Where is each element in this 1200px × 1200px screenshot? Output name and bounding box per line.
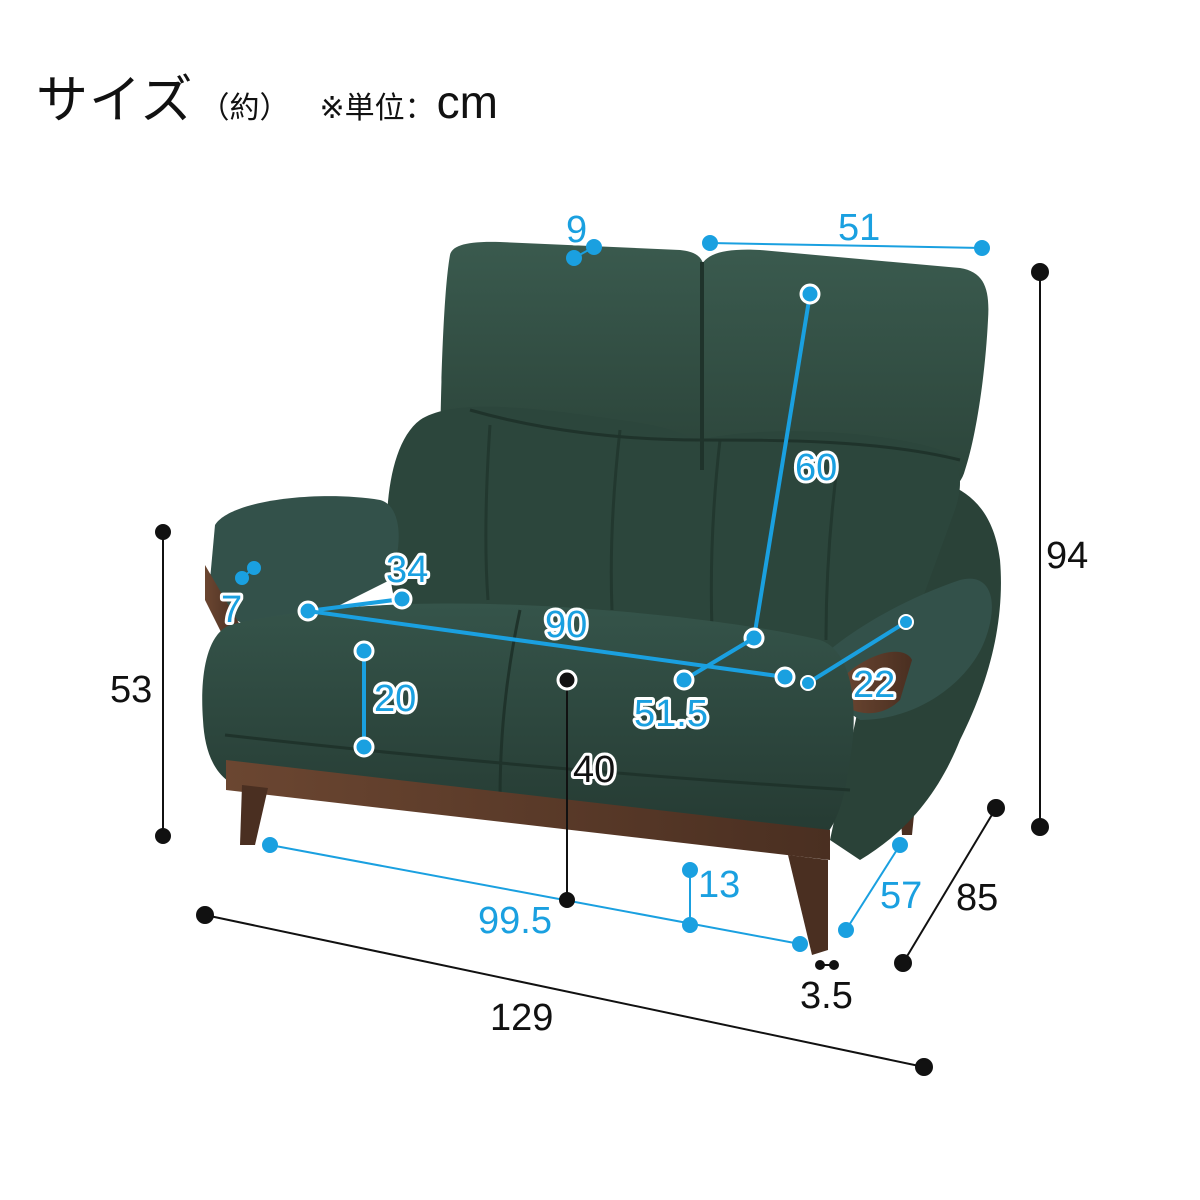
dim-dot <box>353 640 375 662</box>
dim-dot <box>898 614 914 630</box>
dim-dot <box>682 917 698 933</box>
dim-dot <box>586 239 602 255</box>
dim-dot <box>673 669 695 691</box>
dim-dot <box>792 936 808 952</box>
front-left-leg <box>240 785 268 845</box>
page-title: サイズ （約） ※単位： cm <box>36 58 498 133</box>
black-dimensions <box>155 263 1049 1076</box>
dim-dot <box>815 960 825 970</box>
label-seat-height: 40 <box>573 749 615 791</box>
total-depth-line <box>902 807 997 964</box>
seat-width-line <box>307 609 786 679</box>
dim-dot <box>799 283 821 305</box>
left-back-cushion <box>386 406 700 640</box>
unit-note: ※単位： <box>319 92 435 125</box>
dim-dot <box>774 666 796 688</box>
label-back-height: 60 <box>795 447 837 489</box>
sofa-illustration <box>202 241 1001 955</box>
dim-dot <box>915 1058 933 1076</box>
label-arm-height: 53 <box>110 669 152 711</box>
label-back-width: 51 <box>838 207 880 249</box>
title-main: サイズ <box>36 72 194 130</box>
dim-dot <box>702 235 718 251</box>
dim-dot <box>974 240 990 256</box>
title-approx: （約） <box>199 92 290 125</box>
dim-dot <box>155 524 171 540</box>
dim-dot <box>838 922 854 938</box>
blue-dimensions <box>235 235 990 952</box>
dim-dot <box>894 954 912 972</box>
label-cushion-thickness: 20 <box>374 678 416 720</box>
seat-depth-line <box>682 636 756 682</box>
dim-dot <box>391 588 413 610</box>
label-arm-depth: 34 <box>386 549 428 591</box>
arm-depth-line <box>307 597 403 613</box>
front-right-leg <box>788 855 828 955</box>
label-leg-span: 99.5 <box>478 900 552 942</box>
label-leg-size: 3.5 <box>800 975 853 1017</box>
label-leg-depth-span: 57 <box>880 875 922 917</box>
back-height-line <box>752 293 812 639</box>
dim-dot <box>892 837 908 853</box>
dim-dot <box>1031 263 1049 281</box>
dim-dot <box>1031 818 1049 836</box>
left-arm <box>210 496 399 630</box>
dim-dot <box>559 892 575 908</box>
dim-dot <box>566 250 582 266</box>
label-seat-width: 90 <box>545 604 587 646</box>
total-width-line <box>204 914 925 1068</box>
right-arm-wood <box>840 651 912 714</box>
unit-value: cm <box>436 76 498 128</box>
back-crease <box>469 408 961 462</box>
dim-dot <box>353 736 375 758</box>
dim-dot <box>155 828 171 844</box>
label-arm-width: 7 <box>221 589 242 631</box>
dim-dot <box>556 669 578 691</box>
arm-length-line <box>806 620 908 685</box>
dim-dot <box>196 906 214 924</box>
dim-dot <box>682 862 698 878</box>
leg-span-line <box>269 844 801 945</box>
seat-seam <box>498 609 522 801</box>
seam <box>824 459 840 641</box>
seam <box>609 429 622 611</box>
dimension-labels: 9 51 60 94 53 7 34 90 51.5 22 20 40 99.5… <box>110 204 1088 1039</box>
back-width-line <box>709 242 983 249</box>
label-headrest-gap: 9 <box>566 209 587 251</box>
dim-dot <box>235 571 249 585</box>
label-total-height: 94 <box>1046 535 1088 577</box>
dim-dot <box>262 837 278 853</box>
dim-dot <box>800 675 816 691</box>
wood-base <box>226 760 830 860</box>
seat-piping <box>224 733 851 792</box>
seam <box>484 424 492 601</box>
seam <box>709 439 722 631</box>
label-seat-depth: 51.5 <box>634 693 708 735</box>
label-arm-length: 22 <box>853 664 895 706</box>
label-total-depth: 85 <box>956 877 998 919</box>
left-arm-wood <box>205 565 240 640</box>
dim-dot <box>247 561 261 575</box>
dim-dot <box>987 799 1005 817</box>
label-total-width: 129 <box>490 997 553 1039</box>
label-floor-clearance: 13 <box>698 864 740 906</box>
dim-dot <box>829 960 839 970</box>
leg-depth-line <box>845 844 901 931</box>
